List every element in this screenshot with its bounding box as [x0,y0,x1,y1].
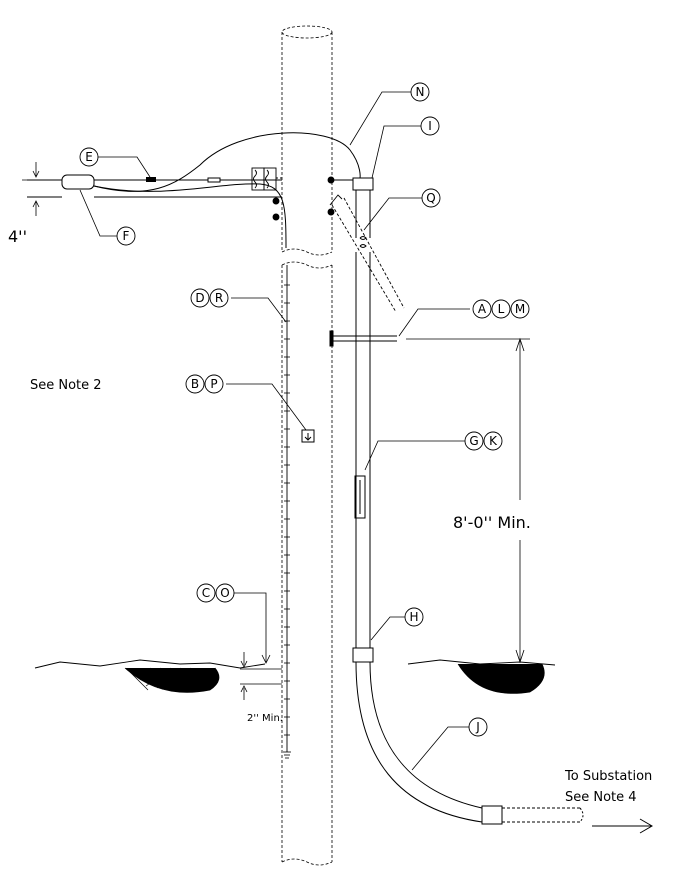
to-substation-label: To Substation [564,769,652,784]
weatherhead [352,177,374,191]
callout-letter: B [191,377,199,391]
dimension-4in [22,162,50,216]
callout-letter: I [428,119,432,133]
callout-o: O [215,583,235,603]
callout-letter: H [409,610,418,624]
line-splice [207,177,221,183]
insulator-hardware [251,167,282,221]
callout-j: J [468,717,488,737]
standoff-arm [329,330,397,347]
callout-l: L [491,299,511,319]
standoff-bracket [327,176,355,216]
callout-letter: R [215,291,223,305]
callout-letter: D [195,291,204,305]
soil-hatch-left [124,667,220,693]
dimension-4in-label: 4'' [8,227,27,246]
see-note-4-label: See Note 4 [565,790,637,805]
callout-letter: O [220,586,229,600]
callout-q: Q [421,188,441,208]
callout-leaders [79,91,470,771]
substation-arrow [592,818,653,834]
line-connector [146,177,156,182]
utility-pole [281,25,333,866]
riser-cable [93,132,361,249]
callout-c: C [196,583,216,603]
callout-letter: P [210,377,217,391]
callout-letter: A [478,302,487,316]
callout-letter: F [123,229,130,243]
callout-n: N [410,82,430,102]
conduit-brace [331,197,405,313]
dimension-8ft [406,337,530,664]
callout-e: E [79,147,99,167]
callout-a: A [472,299,492,319]
callout-h: H [404,607,424,627]
callout-f: F [116,226,136,246]
callout-letter: L [498,302,505,316]
ground-staples [284,284,290,736]
conduit-coupling [352,647,374,663]
callout-m: M [510,299,530,319]
soil-hatch-right [457,663,545,694]
see-note-2-label: See Note 2 [30,378,102,393]
conduit-guard [354,475,366,519]
callout-p: P [204,374,224,394]
ground-connector [301,429,315,443]
conduit-end [481,805,584,825]
callout-letter: Q [426,191,435,205]
callout-b: B [185,374,205,394]
callout-k: K [483,431,503,451]
dimension-2in [240,652,282,700]
callout-g: G [464,431,484,451]
fuse-device [61,174,95,190]
dimension-2in-label: 2'' Min. [247,713,283,724]
callout-letter: J [475,720,480,734]
callout-letter: M [515,302,525,316]
dimension-8ft-label: 8'-0'' Min. [453,513,531,532]
ground-rod-symbol [283,751,291,759]
riser-conduit [355,190,483,823]
callout-r: R [209,288,229,308]
callout-i: I [420,116,440,136]
callout-letter: K [489,434,498,448]
callout-letter: C [202,586,210,600]
callout-letter: E [85,150,93,164]
callout-letter: G [469,434,478,448]
callout-d: D [190,288,210,308]
callout-letter: N [416,85,425,99]
